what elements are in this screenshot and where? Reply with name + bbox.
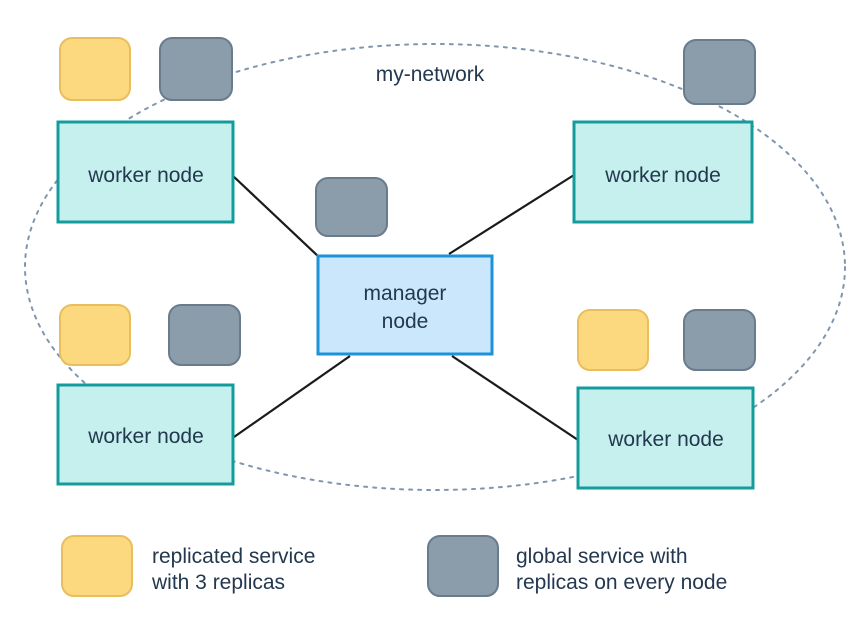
worker-node-top-right-box <box>572 120 754 224</box>
worker-node-top-left[interactable]: worker node <box>56 120 235 224</box>
nodes-group: worker node worker node worker node worker … <box>56 120 755 490</box>
replicated-service-mid-left[interactable] <box>59 304 131 366</box>
worker-node-bottom-right[interactable]: worker node <box>576 386 755 490</box>
edge-manager-worker-bottom-left <box>233 355 351 438</box>
legend-replicated-service-swatch <box>61 535 133 597</box>
worker-node-bottom-left[interactable]: worker node <box>56 383 235 486</box>
edge-manager-worker-top-left <box>231 174 321 259</box>
edge-manager-worker-top-right <box>448 174 575 255</box>
worker-node-bottom-left-label: worker node <box>87 425 204 448</box>
replicated-service-top-left[interactable] <box>59 37 131 101</box>
global-service-mid-right[interactable] <box>683 309 756 371</box>
worker-node-bottom-right-box <box>576 386 755 490</box>
worker-node-top-right-label: worker node <box>604 164 721 187</box>
worker-node-bottom-right-label: worker node <box>607 428 724 451</box>
global-service-center[interactable] <box>315 177 388 237</box>
worker-node-bottom-left-box <box>56 383 235 486</box>
worker-node-top-right[interactable]: worker node <box>572 120 754 224</box>
edges-group <box>231 174 579 441</box>
global-service-top-left[interactable] <box>159 37 233 101</box>
worker-node-top-left-box <box>56 120 235 224</box>
edge-manager-worker-bottom-right <box>451 355 579 441</box>
replicated-service-mid-right[interactable] <box>577 309 649 371</box>
worker-node-top-left-label: worker node <box>87 164 204 187</box>
services-group <box>59 37 756 371</box>
network-name-label: my-network <box>376 63 485 86</box>
legend-global-service-swatch <box>427 535 499 597</box>
network-boundary-ellipse <box>24 43 846 491</box>
manager-node-box <box>316 254 494 356</box>
global-service-mid-left[interactable] <box>168 304 241 366</box>
global-service-top-right[interactable] <box>683 39 756 105</box>
